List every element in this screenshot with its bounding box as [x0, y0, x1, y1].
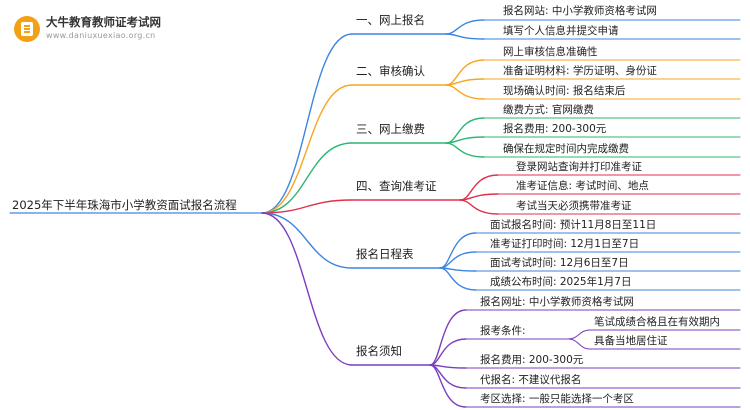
leaf-print-ticket: 登录网站查询并打印准考证: [516, 161, 642, 173]
leaf-fill-info: 填写个人信息并提交申请: [503, 25, 619, 37]
leaf-ticket-info: 准考证信息: 考试时间、地点: [516, 180, 649, 192]
link-review-confirm-leaf-2: [445, 84, 485, 100]
leaf-payment-deadline: 确保在规定时间内完成缴费: [503, 143, 629, 155]
link-online-registration-leaf-0: [445, 19, 485, 35]
link-schedule-leaf-3: [439, 267, 477, 291]
link-online-registration: [261, 33, 353, 214]
brand-name: 大牛教育教师证考试网: [46, 15, 161, 29]
link-notes-leaf-4: [429, 364, 467, 408]
branch-schedule: 报名日程表: [356, 247, 414, 261]
leaf-exam-time: 面试考试时间: 12月6日至7日: [490, 257, 629, 269]
leaf-conditions: 报考条件:: [480, 325, 526, 337]
leaf-ticket-print-time: 准考证打印时间: 12月1日至7日: [490, 238, 640, 250]
leaf-carry-ticket: 考试当天必须携带准考证: [516, 200, 632, 212]
logo-book-icon: [14, 16, 40, 42]
link-schedule: [261, 212, 353, 269]
branch-review-confirm: 二、审核确认: [356, 64, 425, 78]
branch-admission-ticket: 四、查询准考证: [356, 179, 437, 193]
subleaf-written-exam-valid: 笔试成绩合格且在有效期内: [594, 316, 720, 328]
leaf-interview-registration-time: 面试报名时间: 预计11月8日至11日: [490, 219, 657, 231]
leaf-registration-site: 报名网站: 中小学教师资格考试网: [503, 5, 657, 17]
link-online-payment: [261, 142, 353, 214]
branch-online-payment: 三、网上缴费: [356, 122, 425, 136]
leaf-online-review: 网上审核信息准确性: [503, 46, 598, 58]
leaf-notes-fee: 报名费用: 200-300元: [480, 354, 584, 366]
leaf-payment-method: 缴费方式: 官网缴费: [503, 104, 594, 116]
link-admission-ticket-leaf-2: [459, 199, 499, 215]
leaf-exam-area: 考区选择: 一般只能选择一个考区: [480, 393, 634, 405]
link-review-confirm: [261, 84, 353, 214]
leaf-fee: 报名费用: 200-300元: [503, 123, 607, 135]
link-condition-0: [567, 329, 591, 340]
leaf-results-time: 成绩公布时间: 2025年1月7日: [490, 276, 632, 288]
link-schedule-leaf-0: [439, 232, 477, 269]
link-condition-1: [567, 338, 591, 350]
leaf-onsite-confirm: 现场确认时间: 报名结束后: [503, 85, 626, 97]
link-notes: [261, 212, 353, 366]
leaf-proxy-registration: 代报名: 不建议代报名: [480, 374, 582, 386]
link-schedule-leaf-1: [439, 251, 477, 269]
link-notes-leaf-1: [429, 338, 467, 366]
brand-url: www.daniuxuexiao.org.cn: [46, 31, 156, 40]
leaf-notes-site: 报名网址: 中小学教师资格考试网: [480, 296, 634, 308]
link-online-payment-leaf-2: [445, 142, 485, 158]
branch-notes: 报名须知: [356, 344, 402, 358]
branch-online-registration: 一、网上报名: [356, 13, 425, 27]
link-notes-leaf-0: [429, 309, 467, 366]
root-topic: 2025年下半年珠海市小学教资面试报名流程: [12, 198, 237, 212]
subleaf-residence-permit: 具备当地居住证: [594, 335, 668, 347]
link-admission-ticket: [261, 199, 353, 214]
leaf-materials: 准备证明材料: 学历证明、身份证: [503, 65, 657, 77]
link-online-registration-leaf-1: [445, 33, 485, 40]
